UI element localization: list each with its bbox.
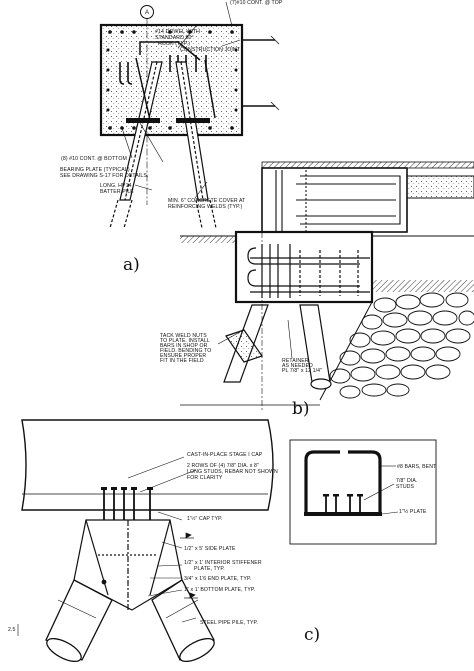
note-pile-1: LONG. HP14	[100, 183, 132, 189]
pile-cap-outline	[99, 23, 244, 137]
note-dowel-1: #14 DOWEL WITH	[155, 29, 200, 35]
panel-label-b: b)	[292, 399, 310, 419]
note-weld-6: FIT IN THE FIELD	[160, 358, 204, 364]
cip-cap	[21, 419, 274, 511]
note-end-plate: 3/4" x 1'6 END PLATE, TYP.	[184, 576, 251, 582]
bearing-plate-right	[176, 118, 210, 123]
steel-bracket	[73, 519, 183, 611]
riprap-stones	[329, 280, 474, 399]
panel-label-a: a)	[123, 255, 140, 275]
note-pile-2: BATTER PILE	[100, 189, 134, 195]
note-stiffener-1: 1/2" x 1' INTERIOR STIFFENER	[184, 560, 262, 566]
note-construction-joint: CONSTRUCTION JOINT	[180, 47, 241, 53]
note-retainer-2: AS NEEDED	[282, 363, 313, 369]
note-studs-1: 7/8" DIA.	[396, 478, 417, 484]
note-bottom-plate: 1" x 1' BOTTOM PLATE, TYP.	[184, 587, 255, 593]
panel-b-detail: TACK WELD NUTS TO PLATE. INSTALL BARS IN…	[160, 161, 474, 419]
deck-slab	[406, 175, 474, 199]
stud-inset: #8 BARS, BENT 7/8" DIA. STUDS 1"½ PLATE	[289, 439, 437, 545]
note-retainer-3: PL 7/8" x 12 1/4"	[282, 368, 322, 374]
note-dowel-2: STANDARD 90°	[155, 35, 194, 41]
lower-cap	[234, 230, 374, 304]
note-retainer-1: RETAINER	[282, 358, 309, 364]
note-weld-1: TACK WELD NUTS	[160, 333, 207, 339]
note-bottom-rebar: (8) #10 CONT. @ BOTTOM	[61, 156, 127, 162]
note-bearing-1: BEARING PLATE (TYPICAL)	[60, 167, 130, 173]
note-studs-2: STUDS	[396, 484, 415, 490]
note-bars-bent: #8 BARS, BENT	[397, 464, 437, 470]
panel-a-detail: A	[60, 0, 283, 275]
note-weld-2: TO PLATE. INSTALL	[160, 338, 210, 344]
note-weld-4: FIELD. BENDING TO	[160, 348, 211, 354]
panel-label-c: c)	[304, 625, 320, 645]
note-scale: 2.5	[8, 627, 16, 633]
note-plate: 1"½ PLATE	[399, 508, 427, 515]
note-rows-1: 2 ROWS OF (4) 7/8" DIA. x 8"	[187, 463, 259, 469]
note-cover-2: REINFORCING WELDS (TYP.)	[168, 204, 243, 210]
rebar-dots	[106, 30, 238, 130]
note-rows-2: LONG STUDS, REBAR NOT SHOWN	[187, 469, 278, 475]
steel-pipe-piles	[45, 579, 215, 663]
panel-c-detail: CAST-IN-PLACE STAGE I CAP 2 ROWS OF (4) …	[8, 419, 437, 663]
note-weld-3: BARS IN SHOP OR	[160, 343, 208, 349]
note-bearing-2: SEE DRAWING S-17 FOR DETAILS.	[60, 173, 149, 179]
note-rows-3: FOR CLARITY	[187, 475, 223, 481]
note-side-plate: 1/2" x 5' SIDE PLATE	[184, 546, 236, 552]
note-cap-top: 1'½" CAP TYP.	[187, 515, 223, 522]
shear-studs	[103, 490, 151, 520]
note-top-rebar: (7)#10 CONT. @ TOP	[230, 0, 283, 6]
bearing-plate-left	[126, 118, 160, 123]
note-steel-pile: STEEL PIPE PILE, TYP.	[200, 620, 258, 626]
note-stiffener-2: PLATE, TYP.	[194, 566, 225, 572]
note-cover-1: MIN. 6" CONCRETE COVER AT	[168, 198, 246, 204]
grid-bubble-label: A	[145, 10, 149, 16]
note-weld-5: ENSURE PROPER	[160, 353, 206, 359]
note-dowel-3: HOOK (TYP.)	[158, 41, 190, 47]
note-cap-stage: CAST-IN-PLACE STAGE I CAP	[187, 452, 263, 458]
pipe-piles-b	[223, 304, 332, 390]
